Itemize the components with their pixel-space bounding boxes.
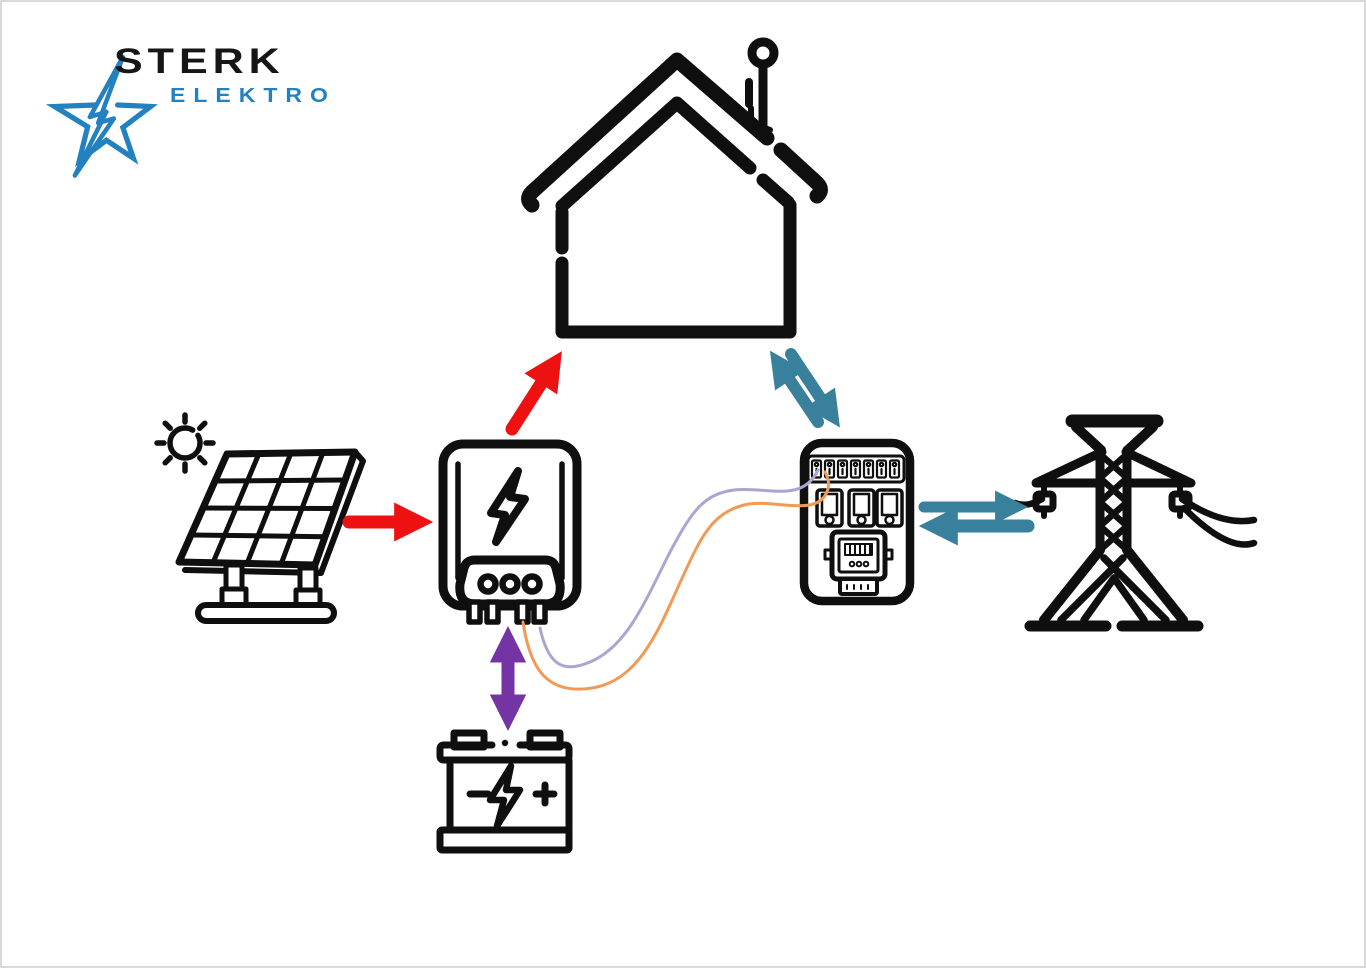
battery-lightning-bolt <box>486 762 524 830</box>
inverter-side-lines <box>455 461 565 581</box>
roof-eave-left <box>521 184 540 213</box>
tower-leg-cross <box>1057 554 1170 624</box>
breaker-panel-meter-icon <box>799 438 915 606</box>
arrow-inverter-to-house <box>505 351 562 436</box>
house-icon <box>521 37 828 339</box>
panel-grid-cols <box>210 450 326 567</box>
breakers <box>810 459 901 479</box>
wire-orange <box>521 470 830 691</box>
logo-subtitle: ELEKTRO <box>170 83 336 107</box>
battery-bottom-bar <box>436 826 573 854</box>
battery-top-dot <box>501 739 509 747</box>
terminal-2 <box>499 573 521 595</box>
roof-outer-left <box>524 52 775 200</box>
panel-base <box>195 602 337 624</box>
logo: STERK ELEKTRO <box>32 37 392 178</box>
switch-modules <box>815 488 904 528</box>
tower-leg-triangle <box>1080 574 1148 624</box>
antenna-mount <box>748 105 773 133</box>
breaker-row <box>806 454 906 484</box>
inverter-icon <box>438 439 582 625</box>
arrow-house-to-panel <box>785 348 840 428</box>
tower-cap-neck <box>1071 422 1158 455</box>
panel-enclosure <box>799 438 915 606</box>
grid-wire-right-lower <box>1180 504 1258 548</box>
connector-pins <box>466 599 548 625</box>
logo-title: STERK <box>114 42 285 82</box>
panel-edge <box>182 449 366 576</box>
solar-panel-icon <box>154 412 366 624</box>
lightning-bolt <box>487 467 529 546</box>
wire-lavender <box>538 468 820 669</box>
electricity-meter <box>823 529 894 596</box>
terminal-3 <box>521 573 543 595</box>
tower-lattice <box>1096 450 1131 554</box>
sun-icon <box>154 412 216 474</box>
panel-legs <box>219 562 323 608</box>
terminal-1 <box>477 573 499 595</box>
plus-sign <box>532 781 558 807</box>
star-lightning-icon <box>45 54 159 178</box>
tower-arm-right <box>1121 447 1196 488</box>
roof-inner-right <box>756 173 795 209</box>
panel-face <box>175 448 359 569</box>
tower-legs <box>1039 545 1188 625</box>
roof-outer-right <box>773 142 828 204</box>
tower-arm-left <box>1031 447 1107 488</box>
battery-icon <box>436 729 573 854</box>
roof-inner-left <box>555 96 757 213</box>
insulator-left <box>1032 481 1057 519</box>
insulator-right <box>1168 481 1193 519</box>
transmission-tower-icon <box>1011 414 1258 632</box>
wall-body <box>555 198 797 339</box>
